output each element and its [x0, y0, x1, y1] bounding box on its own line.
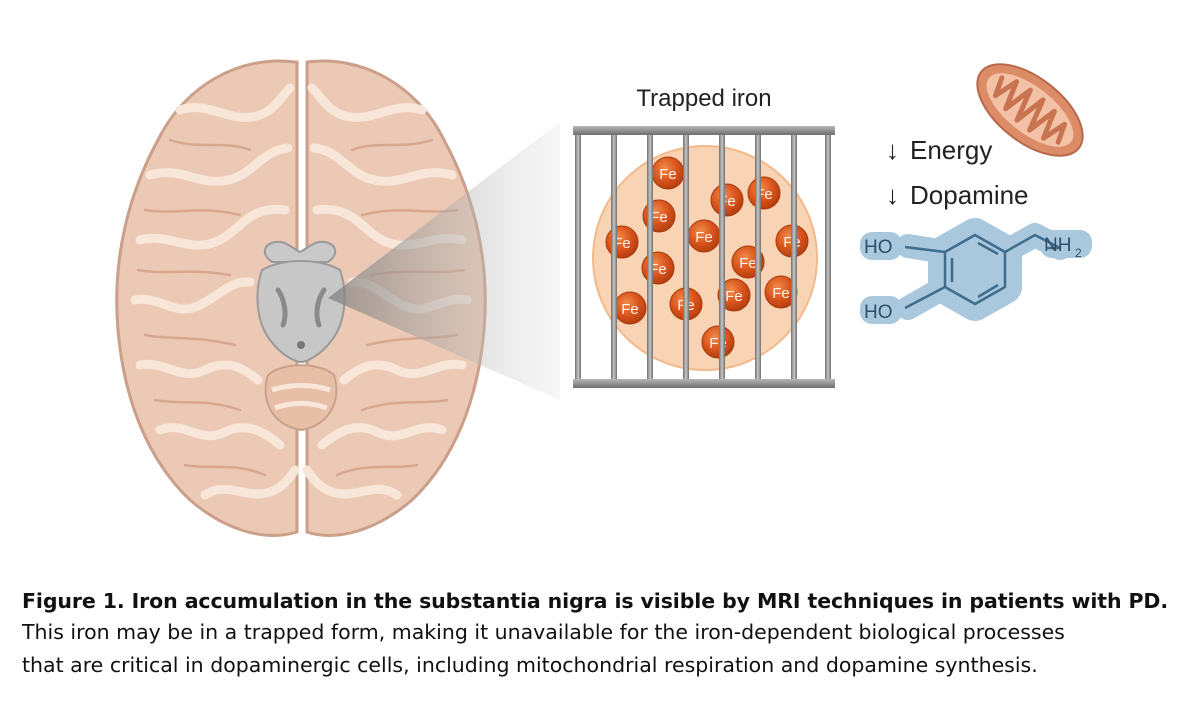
caption-line-2: that are critical in dopaminergic cells,…	[22, 653, 1038, 677]
effect-dopamine: ↓ Dopamine	[886, 180, 1029, 210]
iron-atom: Fe	[710, 183, 744, 217]
iron-atom-label: Fe	[613, 235, 631, 252]
cage-bar	[719, 133, 725, 381]
dopamine-arrow: ↓	[886, 180, 899, 210]
iron-atom-label: Fe	[695, 229, 713, 246]
iron-atom: Fe	[687, 219, 721, 253]
iron-atom: Fe	[605, 225, 639, 259]
hydroxyl-top-label: HO	[864, 237, 893, 258]
midbrain	[256, 240, 346, 432]
zoom-cone	[328, 122, 560, 400]
caption-line-1: This iron may be in a trapped form, maki…	[22, 620, 1065, 644]
caption-body: This iron may be in a trapped form, maki…	[22, 616, 1182, 682]
cage-bar	[575, 133, 581, 381]
iron-atom-label: Fe	[772, 285, 790, 302]
effect-energy: ↓ Energy	[886, 135, 992, 165]
hydroxyl-bottom-label: HO	[864, 302, 893, 323]
iron-atom-label: Fe	[649, 261, 667, 278]
iron-atom: Fe	[701, 325, 735, 359]
cage-bars	[575, 133, 831, 381]
iron-atom-label: Fe	[739, 255, 757, 272]
cage-bar	[755, 133, 761, 381]
iron-atom-label: Fe	[650, 209, 668, 226]
cage-bar	[611, 133, 617, 381]
iron-atom: Fe	[613, 291, 647, 325]
iron-atom-label: Fe	[659, 166, 677, 183]
iron-atom: Fe	[641, 251, 675, 285]
figure-illustration: Trapped iron FeFeFeFeFeFeFeFeFeFeFeFeFeF…	[115, 59, 1092, 537]
iron-atom: Fe	[747, 176, 781, 210]
cage-bar	[647, 133, 653, 381]
dopamine-molecule: HO HO NH 2	[860, 218, 1092, 324]
iron-atom-label: Fe	[621, 301, 639, 318]
iron-atom-label: Fe	[725, 288, 743, 305]
brain-gyri	[130, 83, 472, 500]
cerebellum-vermis	[264, 364, 338, 432]
dopamine-label: Dopamine	[910, 180, 1029, 210]
iron-atom: Fe	[764, 275, 798, 309]
cage-top-rail	[573, 126, 835, 135]
caption-title: Figure 1. Iron accumulation in the subst…	[22, 589, 1169, 613]
amine-subscript: 2	[1075, 246, 1082, 260]
cage-bottom-rail	[573, 379, 835, 388]
brain-illustration	[115, 59, 487, 537]
figure-caption: Figure 1. Iron accumulation in the subst…	[22, 586, 1182, 682]
cage-bar	[791, 133, 797, 381]
amine-label: NH	[1044, 235, 1071, 256]
mitochondrion-icon	[976, 63, 1084, 157]
midbrain-section	[256, 260, 346, 364]
cage-label: Trapped iron	[636, 85, 771, 112]
energy-label: Energy	[910, 135, 992, 165]
molecule-bonds	[904, 233, 1062, 310]
iron-atom: Fe	[651, 156, 685, 190]
cage-bar	[825, 133, 831, 381]
iron-cage: Trapped iron FeFeFeFeFeFeFeFeFeFeFeFeFeF…	[573, 85, 835, 388]
energy-arrow: ↓	[886, 135, 899, 165]
cage-bar	[683, 133, 689, 381]
iron-atom: Fe	[717, 278, 751, 312]
